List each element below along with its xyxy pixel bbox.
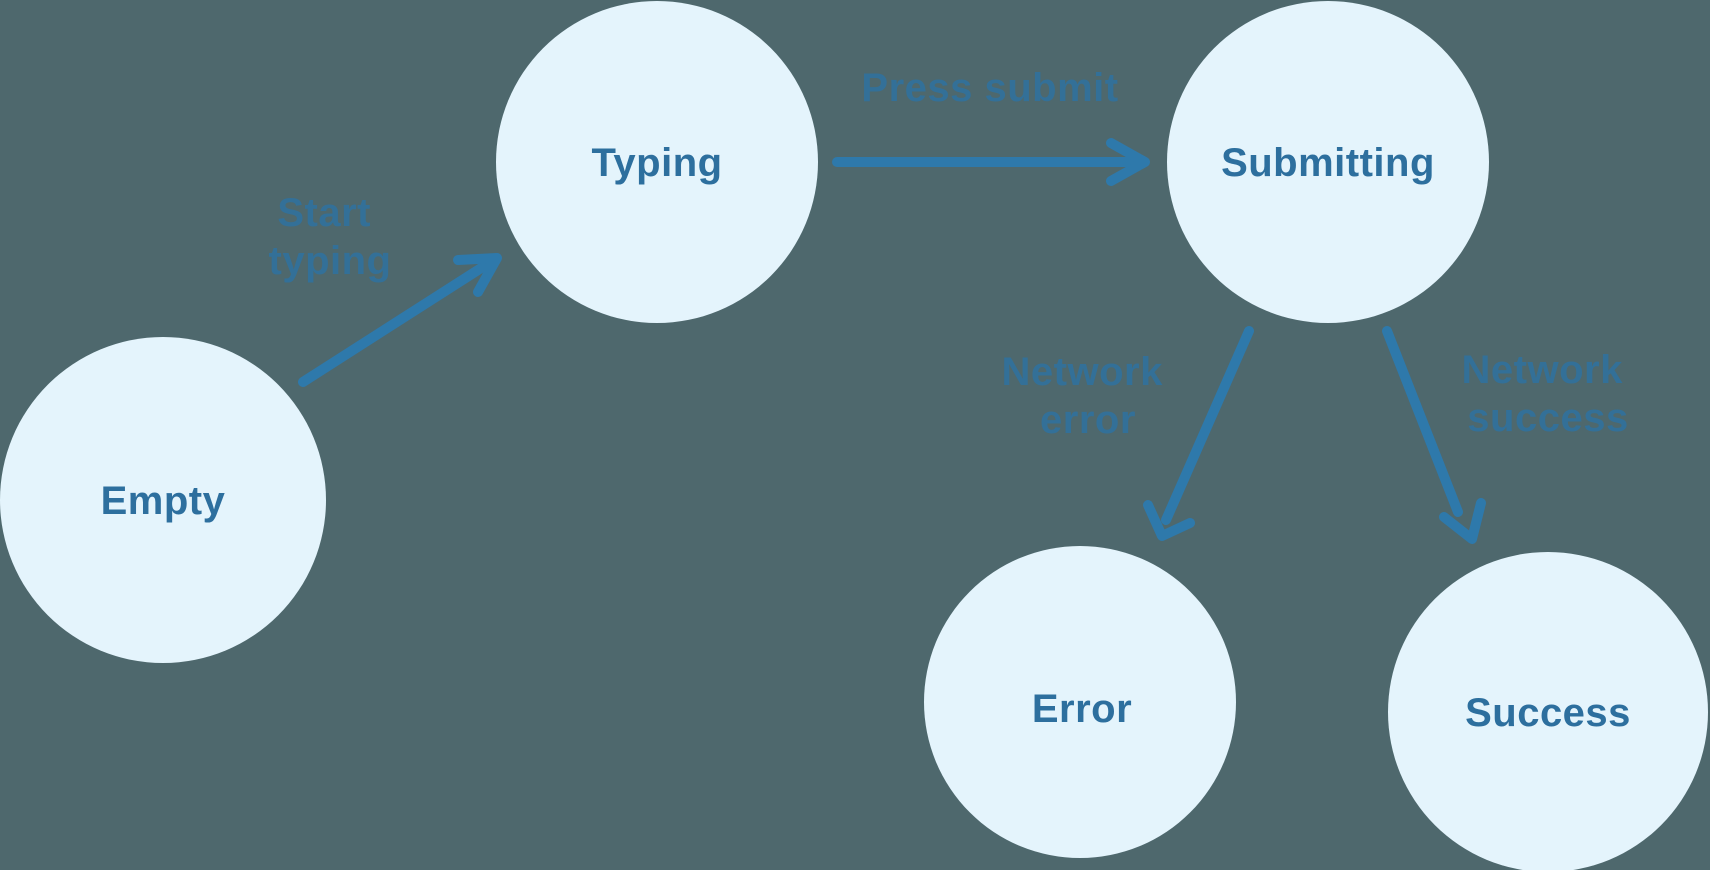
state-node-submitting: Submitting <box>1167 1 1489 323</box>
edge-start-typing-line <box>298 258 494 387</box>
state-circle-success <box>1388 552 1708 870</box>
edge-label-network-success: Network success <box>1462 348 1635 440</box>
edge-network-error-arrowhead-icon <box>1143 500 1195 541</box>
node-label-submitting: Submitting <box>1221 141 1435 185</box>
state-node-success: Success <box>1388 552 1708 870</box>
edge-network-success-line <box>1382 326 1463 517</box>
state-circle-error <box>924 546 1236 858</box>
edge-press-submit: Press submit <box>832 66 1150 186</box>
edge-network-error-line <box>1161 326 1254 525</box>
edge-network-error: Network error <box>1002 326 1254 541</box>
state-node-error: Error <box>924 546 1236 858</box>
edge-label-press-submit: Press submit <box>861 66 1118 110</box>
edge-network-success-arrowhead-icon <box>1439 498 1486 544</box>
edge-network-success: Network success <box>1382 326 1635 544</box>
edge-label-start-typing: Start typing <box>269 191 392 283</box>
edge-press-submit-arrowhead-icon <box>1106 138 1150 186</box>
state-circle-typing <box>496 1 818 323</box>
state-node-typing: Typing <box>496 1 818 323</box>
node-label-success: Success <box>1465 691 1631 735</box>
node-label-typing: Typing <box>591 141 722 185</box>
state-node-empty: Empty <box>0 337 326 663</box>
node-label-error: Error <box>1032 687 1132 731</box>
edge-start-typing: Start typing <box>269 191 502 387</box>
state-circle-empty <box>0 337 326 663</box>
state-circle-submitting <box>1167 1 1489 323</box>
node-label-empty: Empty <box>101 479 226 523</box>
edge-label-network-error: Network error <box>1002 350 1175 442</box>
edge-start-typing-arrowhead-icon <box>453 253 502 297</box>
